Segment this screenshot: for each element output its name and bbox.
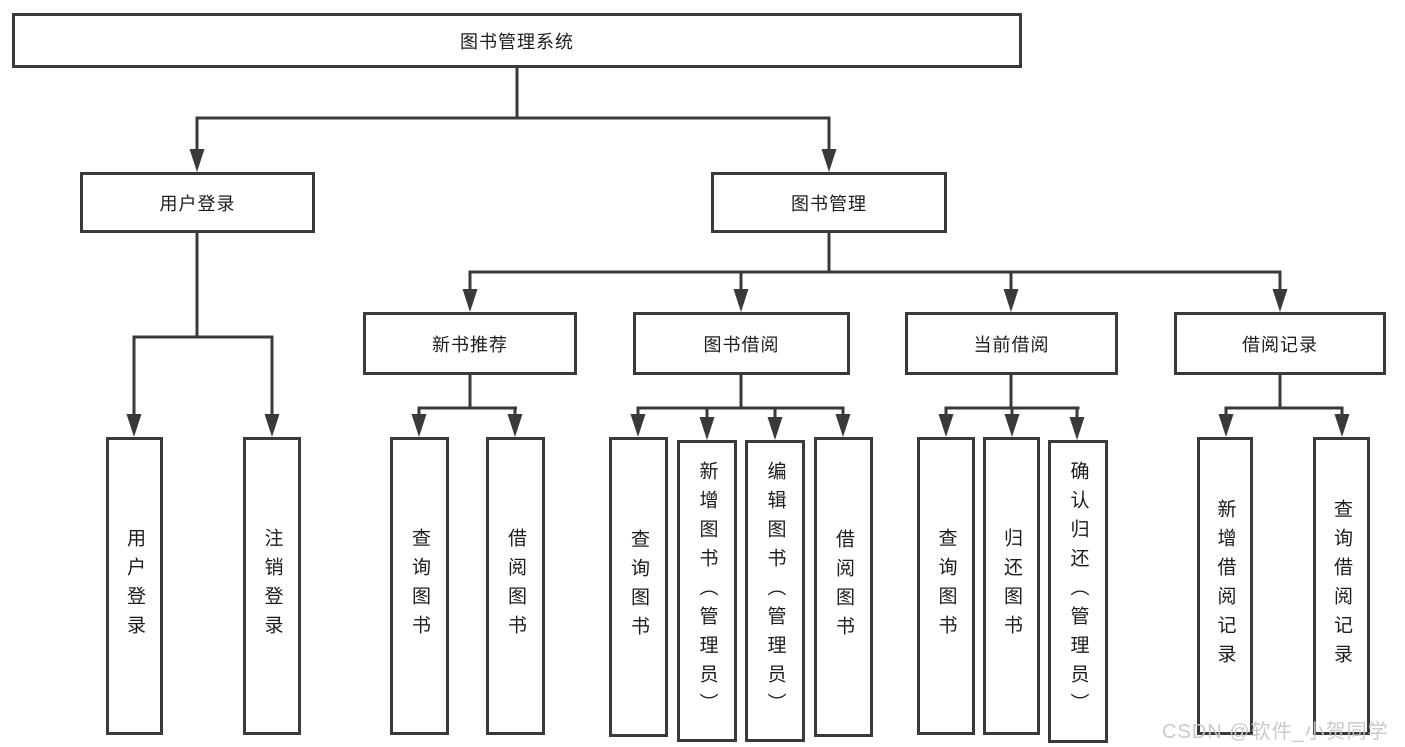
node-book-management-label: 图书管理: [791, 193, 867, 214]
node-new-book-recommend: 新书推荐: [363, 312, 577, 375]
leaf-return-book: 归还图书: [983, 437, 1040, 735]
leaf-edit-book-admin: 编辑图书（管理员）: [745, 440, 805, 742]
node-current-borrowing: 当前借阅: [905, 312, 1118, 375]
leaf-add-borrow-record-label: 新增借阅记录: [1214, 499, 1236, 673]
node-library-system-label: 图书管理系统: [460, 31, 574, 52]
node-book-borrowing-label: 图书借阅: [703, 334, 780, 355]
node-user-login-label: 用户登录: [159, 193, 236, 214]
leaf-user-login-label: 用户登录: [124, 528, 145, 644]
leaf-edit-book-admin-label: 编辑图书（管理员）: [764, 460, 786, 722]
leaf-logout: 注销登录: [243, 437, 301, 735]
leaf-add-book-admin: 新增图书（管理员）: [677, 440, 737, 742]
leaf-borrow-books-2: 借阅图书: [814, 437, 873, 737]
leaf-query-borrow-record: 查询借阅记录: [1313, 437, 1370, 735]
leaf-user-login: 用户登录: [106, 437, 163, 735]
leaf-confirm-return-admin-label: 确认归还（管理员）: [1067, 461, 1089, 722]
leaf-query-books-3: 查询图书: [917, 437, 975, 735]
node-borrowing-records-label: 借阅记录: [1242, 334, 1318, 355]
leaf-query-books-3-label: 查询图书: [935, 528, 957, 644]
leaf-return-book-label: 归还图书: [1001, 528, 1022, 644]
node-borrowing-records: 借阅记录: [1174, 312, 1386, 375]
node-user-login: 用户登录: [80, 172, 315, 233]
leaf-query-borrow-record-label: 查询借阅记录: [1331, 499, 1352, 673]
leaf-query-books-2-label: 查询图书: [628, 529, 649, 645]
leaf-query-books-1: 查询图书: [390, 437, 449, 735]
leaf-add-book-admin-label: 新增图书（管理员）: [696, 460, 718, 722]
leaf-logout-label: 注销登录: [261, 528, 283, 644]
node-new-book-recommend-label: 新书推荐: [432, 334, 508, 355]
leaf-borrow-books-2-label: 借阅图书: [833, 529, 854, 645]
leaf-borrow-books-1: 借阅图书: [486, 437, 545, 735]
leaf-query-books-1-label: 查询图书: [409, 528, 430, 644]
leaf-add-borrow-record: 新增借阅记录: [1197, 437, 1253, 735]
watermark: CSDN @软件_小贺同学: [1162, 721, 1389, 743]
node-library-system: 图书管理系统: [12, 13, 1022, 68]
leaf-borrow-books-1-label: 借阅图书: [505, 528, 526, 644]
leaf-confirm-return-admin: 确认归还（管理员）: [1048, 440, 1108, 743]
leaf-query-books-2: 查询图书: [609, 437, 668, 737]
node-current-borrowing-label: 当前借阅: [973, 334, 1050, 355]
node-book-borrowing: 图书借阅: [633, 312, 850, 375]
node-book-management: 图书管理: [711, 172, 947, 233]
